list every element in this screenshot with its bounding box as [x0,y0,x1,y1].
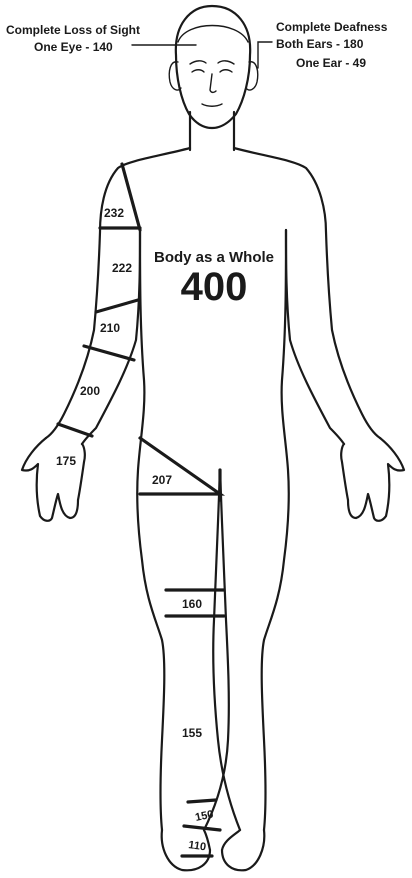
left-eye [192,70,204,72]
head-outline [176,6,250,128]
left-brow [190,61,206,64]
torso-left [137,230,164,830]
deafness-title: Complete Deafness [276,20,388,34]
deafness-both: Both Ears - 180 [276,37,364,51]
elbow-divider-bottom [84,346,134,360]
torso-right [262,230,289,830]
hairline [178,26,248,43]
segment-hip: 207 [152,473,172,487]
deafness-pointer [258,42,272,68]
segment-elbow: 210 [100,321,120,335]
elbow-divider-top [96,300,138,312]
segment-hand: 175 [56,454,76,468]
ankle-divider-top [188,800,216,802]
ankle-divider-mid [184,826,220,830]
right-brow [218,61,234,64]
segment-ankle: 150 [194,808,214,824]
segment-knee: 160 [182,597,202,611]
segment-foot: 110 [188,839,207,853]
inner-left-leg [204,470,229,830]
wrist-divider [58,424,92,436]
segment-upper-arm: 222 [112,261,132,275]
whole-title: Body as a Whole [154,249,274,266]
right-arm-inner [286,230,344,444]
shoulder-divider-diag [122,164,140,230]
nose [210,74,216,92]
right-eye [220,70,232,72]
left-hand [22,438,85,521]
segment-forearm: 200 [80,384,100,398]
segment-shoulder: 232 [104,206,124,220]
deafness-one: One Ear - 49 [296,56,366,70]
left-shoulder-arm-outer [46,148,190,438]
sight-one-eye: One Eye - 140 [34,40,113,54]
whole-value: 400 [181,265,248,309]
sight-title: Complete Loss of Sight [6,23,140,37]
segment-lower-leg: 155 [182,726,202,740]
right-hand [341,438,404,521]
right-foot [222,830,264,870]
mouth [202,104,222,106]
right-shoulder-arm-outer [234,148,380,438]
